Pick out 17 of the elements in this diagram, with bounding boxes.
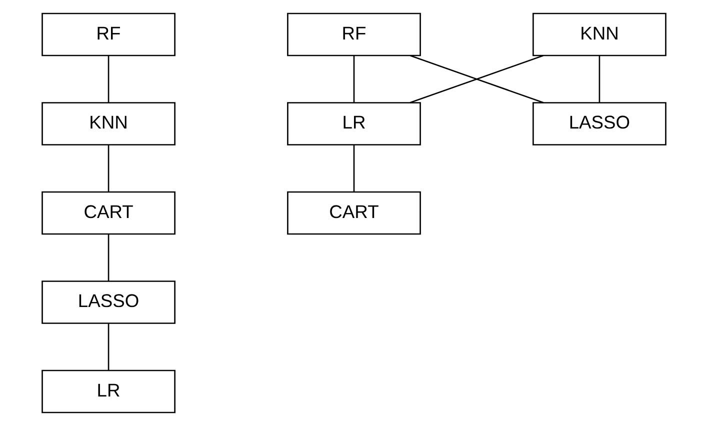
node-box: LR (41, 370, 175, 414)
node-box: KNN (532, 12, 666, 56)
node-box: CART (286, 191, 420, 235)
node-box: RF (286, 12, 420, 56)
connector (352, 56, 354, 102)
connector (352, 145, 354, 192)
node-box: CART (41, 191, 175, 235)
connector (107, 145, 109, 192)
node-box: LASSO (532, 102, 666, 146)
node-box: RF (41, 12, 175, 56)
connector (107, 234, 109, 281)
node-box: KNN (41, 102, 175, 146)
connector (107, 56, 109, 102)
node-box: LASSO (41, 280, 175, 324)
connector (107, 324, 109, 370)
node-box: LR (286, 102, 420, 146)
connector (598, 56, 600, 102)
